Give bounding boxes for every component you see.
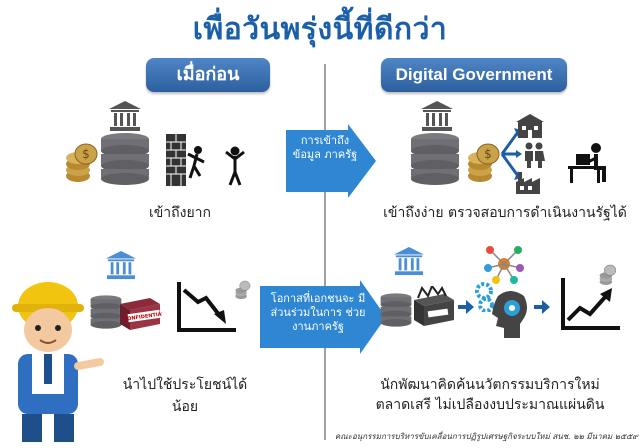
caption-innovation-line1: นักพัฒนาคิดค้นนวัตกรรมบริการใหม่: [380, 377, 600, 393]
caption-easy-access: เข้าถึงง่าย ตรวจสอบการดำเนินงานรัฐได้: [383, 205, 627, 221]
arrow-private-participation-label: โอกาสที่เอกชนจะ มีส่วนร่วมในการ ช่วยงานภ…: [270, 292, 366, 333]
factory-icon: [516, 172, 540, 194]
svg-text:$: $: [484, 147, 492, 161]
bank-icon: [109, 101, 141, 131]
database-icon: [411, 133, 459, 185]
coins-icon: [599, 264, 617, 285]
center-divider: [324, 64, 326, 440]
coins-icon: $: [66, 143, 98, 182]
database-icon: [101, 133, 149, 185]
header-before: เมื่อก่อน: [146, 58, 270, 92]
person-icon: [225, 146, 245, 186]
arrow-right-icon: [534, 300, 550, 314]
climber-icon: [187, 146, 205, 179]
caption-little-benefit: นำไปใช้ประโยชน์ได้น้อย: [122, 377, 248, 415]
bank-icon: [106, 250, 136, 280]
brick-wall-icon: [166, 134, 186, 186]
database-icon: [90, 295, 122, 329]
desk-worker-icon: [568, 143, 606, 183]
header-digital-government: Digital Government: [381, 58, 567, 92]
family-icon: [525, 142, 545, 168]
arrow-data-access: การเข้าถึง ข้อมูล ภาครัฐ: [286, 124, 378, 198]
database-icon: [380, 293, 412, 327]
coins-icon: $: [468, 143, 500, 182]
idea-network-icon: [484, 246, 524, 284]
arrow-right-icon: [458, 300, 474, 314]
footer-credit: คณะอนุกรรมการบริหารขับเคลื่อนการปฏิรูปเศ…: [334, 432, 638, 441]
open-box-icon: [414, 286, 454, 326]
gears-icon: [475, 282, 494, 312]
svg-text:$: $: [82, 147, 90, 161]
caption-innovation-line2: ตลาดเสรี ไม่เปลืองงบประมาณแผ่นดิน: [375, 397, 605, 413]
brain-icon: [492, 291, 527, 338]
bank-icon: [421, 101, 453, 131]
confidential-stamp: CONFIDENTIAL: [123, 311, 162, 323]
coins-icon: [235, 280, 251, 300]
building-icon: [516, 114, 544, 138]
confidential-box-icon: CONFIDENTIAL: [120, 298, 162, 330]
engineer-icon: [12, 282, 104, 442]
chart-down-icon: [177, 282, 236, 332]
chart-up-icon: [561, 278, 620, 330]
arrow-private-participation: โอกาสที่เอกชนจะ มีส่วนร่วมในการ ช่วยงานภ…: [260, 280, 388, 354]
page-title: เพื่อวันพรุ่งนี้ที่ดีกว่า: [192, 12, 448, 47]
arrow-data-access-label: การเข้าถึง ข้อมูล ภาครัฐ: [292, 134, 358, 161]
bank-icon: [394, 246, 424, 276]
caption-hard-access: เข้าถึงยาก: [148, 205, 212, 221]
